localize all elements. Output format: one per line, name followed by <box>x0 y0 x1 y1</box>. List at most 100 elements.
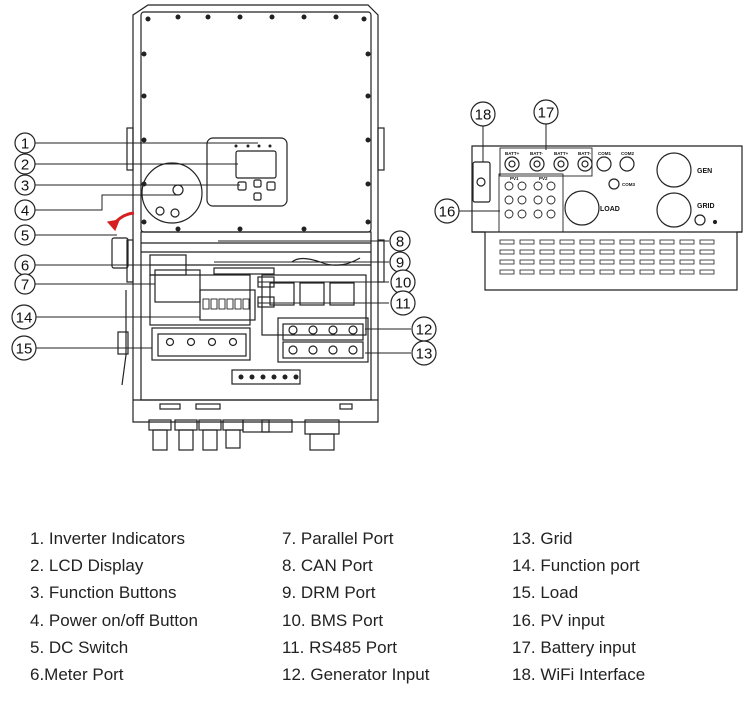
svg-text:1: 1 <box>21 136 29 153</box>
pv-connectors <box>504 181 556 219</box>
function-port-board <box>199 289 256 321</box>
svg-text:3: 3 <box>21 178 29 195</box>
legend-item: 3. Function Buttons <box>30 583 177 603</box>
function-port-pins <box>202 298 250 310</box>
svg-text:7: 7 <box>21 277 29 294</box>
svg-text:9: 9 <box>396 255 404 272</box>
callout-16: 16 <box>434 198 460 224</box>
callout-11: 11 <box>390 290 416 316</box>
legend-item: 8. CAN Port <box>282 556 373 576</box>
left-board <box>149 274 251 326</box>
right-handle-lower <box>377 239 385 283</box>
label-bat-neg-1: BATT- <box>530 151 543 156</box>
vent-slots <box>499 239 715 275</box>
label-com2: COM2 <box>621 151 634 156</box>
rs485-port <box>257 296 275 308</box>
lower-compartment <box>140 231 372 401</box>
ground-terminal-strip <box>231 369 301 385</box>
callout-3: 3 <box>14 174 36 196</box>
callout-17: 17 <box>533 99 559 125</box>
load-gland <box>564 190 600 226</box>
left-handle-lower <box>126 239 134 283</box>
inverter-bottom-view <box>471 145 743 291</box>
connector-labels: BATT+ BATT- BATT+ BATT- COM1 COM2 COM3 G… <box>505 151 715 213</box>
svg-text:11: 11 <box>395 296 411 313</box>
power-button <box>172 184 184 196</box>
svg-text:2: 2 <box>21 157 29 174</box>
label-pv2: PV2 <box>539 176 548 181</box>
inverter-front-view <box>106 4 385 451</box>
lcd-screen <box>235 150 277 179</box>
svg-text:15: 15 <box>16 341 33 358</box>
svg-text:17: 17 <box>538 105 555 122</box>
callout-6: 6 <box>14 254 36 276</box>
legend-item: 5. DC Switch <box>30 637 129 657</box>
com3-port <box>608 178 620 190</box>
bottom-connectors <box>148 419 340 451</box>
label-pv1: PV1 <box>510 176 519 181</box>
battery-input-terminals <box>504 156 593 172</box>
grid-gland <box>656 192 692 228</box>
svg-text:6: 6 <box>21 258 29 275</box>
side-cable <box>121 290 127 386</box>
inverter-body <box>132 4 379 423</box>
legend-column-3: 13. Grid 14. Function port 15. Load 16. … <box>512 525 645 688</box>
zoom-circle <box>141 162 203 224</box>
load-terminal-block <box>157 333 247 357</box>
label-bat-neg-2: BATT- <box>578 151 591 156</box>
svg-text:18: 18 <box>475 107 492 124</box>
dc-switch-knob-2 <box>170 208 180 218</box>
generator-terminal-block <box>282 323 364 341</box>
com1-port <box>596 156 612 172</box>
callout-5: 5 <box>14 224 36 246</box>
legend-item: 11. RS485 Port <box>282 637 397 657</box>
svg-text:8: 8 <box>396 234 404 251</box>
load-terminals <box>165 337 238 347</box>
legend-item: 17. Battery input <box>512 637 636 657</box>
callout-18: 18 <box>470 101 496 127</box>
display-panel <box>206 137 288 207</box>
legend-column-1: 1. Inverter Indicators 2. LCD Display 3.… <box>30 525 198 688</box>
label-bat-pos-2: BATT+ <box>554 151 569 156</box>
grid-small-gland <box>694 214 706 226</box>
callout-13: 13 <box>411 340 437 366</box>
legend-item: 9. DRM Port <box>282 583 376 603</box>
left-leader-lines <box>34 142 411 354</box>
callout-15: 15 <box>11 335 37 361</box>
generator-terminals <box>288 325 358 335</box>
parallel-port-block <box>154 269 201 303</box>
svg-text:10: 10 <box>395 275 412 292</box>
legend-item: 10. BMS Port <box>282 610 384 630</box>
callouts: 1 2 3 4 5 6 7 8 9 10 11 12 13 14 15 16 1… <box>11 99 559 366</box>
callout-4: 4 <box>14 199 36 221</box>
callout-8: 8 <box>389 230 411 252</box>
legend-item: 18. WiFi Interface <box>512 664 646 684</box>
svg-text:12: 12 <box>416 322 433 339</box>
callout-9: 9 <box>389 251 411 273</box>
label-bat-pos-1: BATT+ <box>505 151 520 156</box>
right-board <box>261 274 367 336</box>
legend-item: 15. Load <box>512 583 579 603</box>
label-gen: GEN <box>697 168 712 175</box>
right-handle <box>377 127 385 171</box>
callout-2: 2 <box>14 153 36 175</box>
legend-item: 14. Function port <box>512 556 640 576</box>
callout-14: 14 <box>11 304 37 330</box>
dc-switch-knob <box>155 206 165 216</box>
callout-10: 10 <box>390 269 416 295</box>
svg-text:5: 5 <box>21 228 29 245</box>
callout-12: 12 <box>411 316 437 342</box>
indicator-leds <box>234 144 272 148</box>
pv-input-block <box>498 173 564 233</box>
label-com3: COM3 <box>622 182 635 187</box>
legend-item: 16. PV input <box>512 610 605 630</box>
function-buttons <box>237 179 276 201</box>
dc-switch <box>111 237 129 269</box>
legend-item: 4. Power on/off Button <box>30 610 198 630</box>
left-handle <box>126 127 134 171</box>
label-load: LOAD <box>600 206 620 213</box>
svg-text:16: 16 <box>439 204 456 221</box>
grid-terminals <box>288 345 358 355</box>
cover-screws <box>141 14 371 232</box>
